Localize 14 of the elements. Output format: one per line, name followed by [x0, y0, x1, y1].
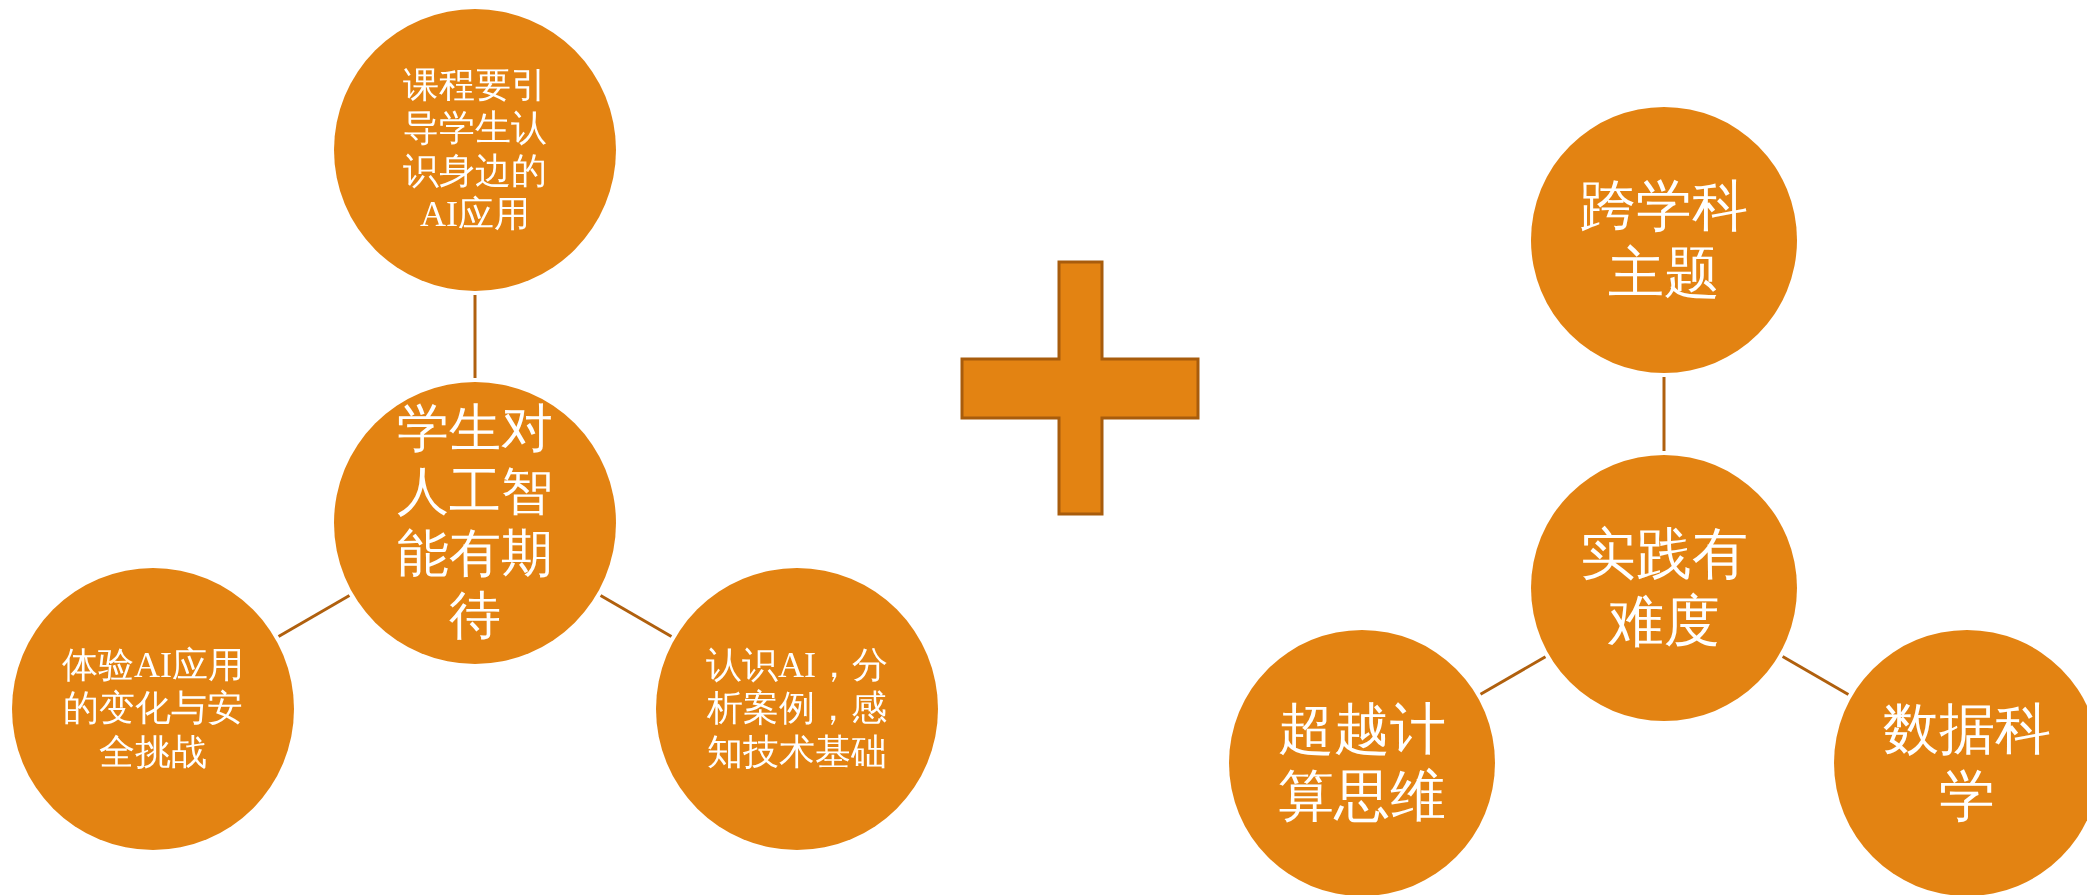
circle-node: 数据科学: [1834, 630, 2087, 895]
connector-line: [1479, 655, 1547, 696]
circle-node: 体验AI应用的变化与安全挑战: [12, 568, 294, 850]
circle-node: 学生对人工智能有期待: [334, 382, 616, 664]
circle-node: 实践有难度: [1531, 455, 1797, 721]
connector-line: [277, 594, 351, 638]
circle-node: 认识AI，分析案例，感知技术基础: [656, 568, 938, 850]
connector-line: [473, 295, 477, 378]
connector-line: [1781, 655, 1850, 696]
circle-node: 课程要引导学生认识身边的AI应用: [334, 9, 616, 291]
circle-node: 跨学科主题: [1531, 107, 1797, 373]
connector-line: [599, 594, 673, 638]
connector-line: [1662, 377, 1666, 451]
circle-node: 超越计算思维: [1229, 630, 1495, 895]
